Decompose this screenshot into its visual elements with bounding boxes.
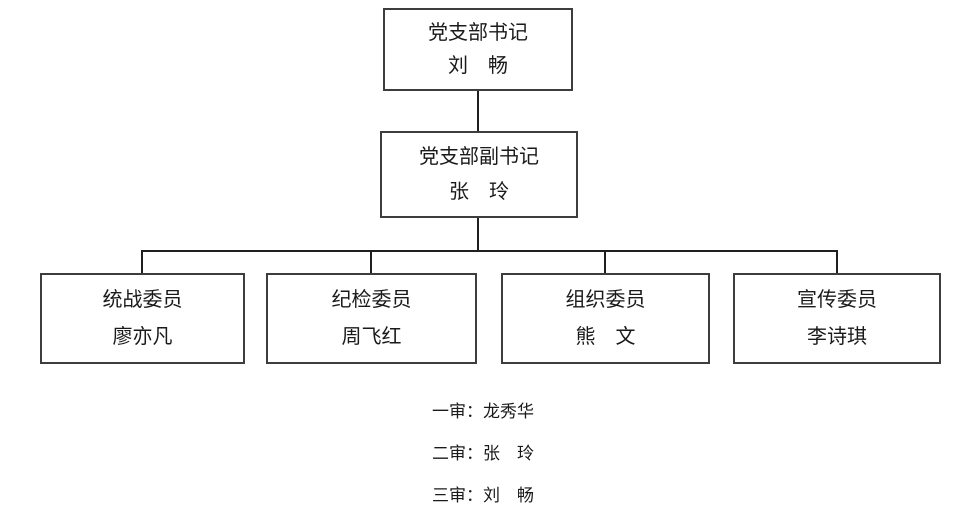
org-node-secretary: 党支部书记 刘 畅 xyxy=(383,8,573,91)
node-title: 党支部书记 xyxy=(428,21,528,44)
node-title: 统战委员 xyxy=(102,289,183,312)
connector-deputy-to-bus xyxy=(477,218,479,252)
review-line-second: 二审：张 玲 xyxy=(432,444,534,463)
node-person-name: 张 玲 xyxy=(449,181,509,203)
node-person-name: 周飞红 xyxy=(341,325,402,348)
node-title: 纪检委员 xyxy=(331,289,412,312)
review-block: 一审：龙秀华 二审：张 玲 三审：刘 畅 xyxy=(0,402,966,528)
node-person-name: 熊 文 xyxy=(575,325,636,348)
connector-drop-organization xyxy=(604,250,606,273)
connector-horizontal-bus xyxy=(141,250,838,252)
connector-drop-discipline xyxy=(370,250,372,273)
org-node-organization-committee: 组织委员 熊 文 xyxy=(501,273,710,364)
node-title: 党支部副书记 xyxy=(419,146,539,168)
review-line-third: 三审：刘 畅 xyxy=(432,486,534,505)
connector-drop-united-front xyxy=(141,250,143,273)
review-line-first: 一审：龙秀华 xyxy=(432,402,534,421)
org-node-discipline-committee: 纪检委员 周飞红 xyxy=(266,273,477,364)
org-node-publicity-committee: 宣传委员 李诗琪 xyxy=(733,273,941,364)
org-node-united-front-committee: 统战委员 廖亦凡 xyxy=(40,273,245,364)
node-person-name: 李诗琪 xyxy=(807,325,867,348)
org-node-deputy-secretary: 党支部副书记 张 玲 xyxy=(380,131,578,218)
node-title: 宣传委员 xyxy=(797,289,877,312)
node-person-name: 廖亦凡 xyxy=(112,325,173,348)
connector-drop-publicity xyxy=(836,250,838,273)
node-person-name: 刘 畅 xyxy=(448,55,508,78)
connector-secretary-to-deputy xyxy=(477,91,479,131)
node-title: 组织委员 xyxy=(565,289,646,312)
